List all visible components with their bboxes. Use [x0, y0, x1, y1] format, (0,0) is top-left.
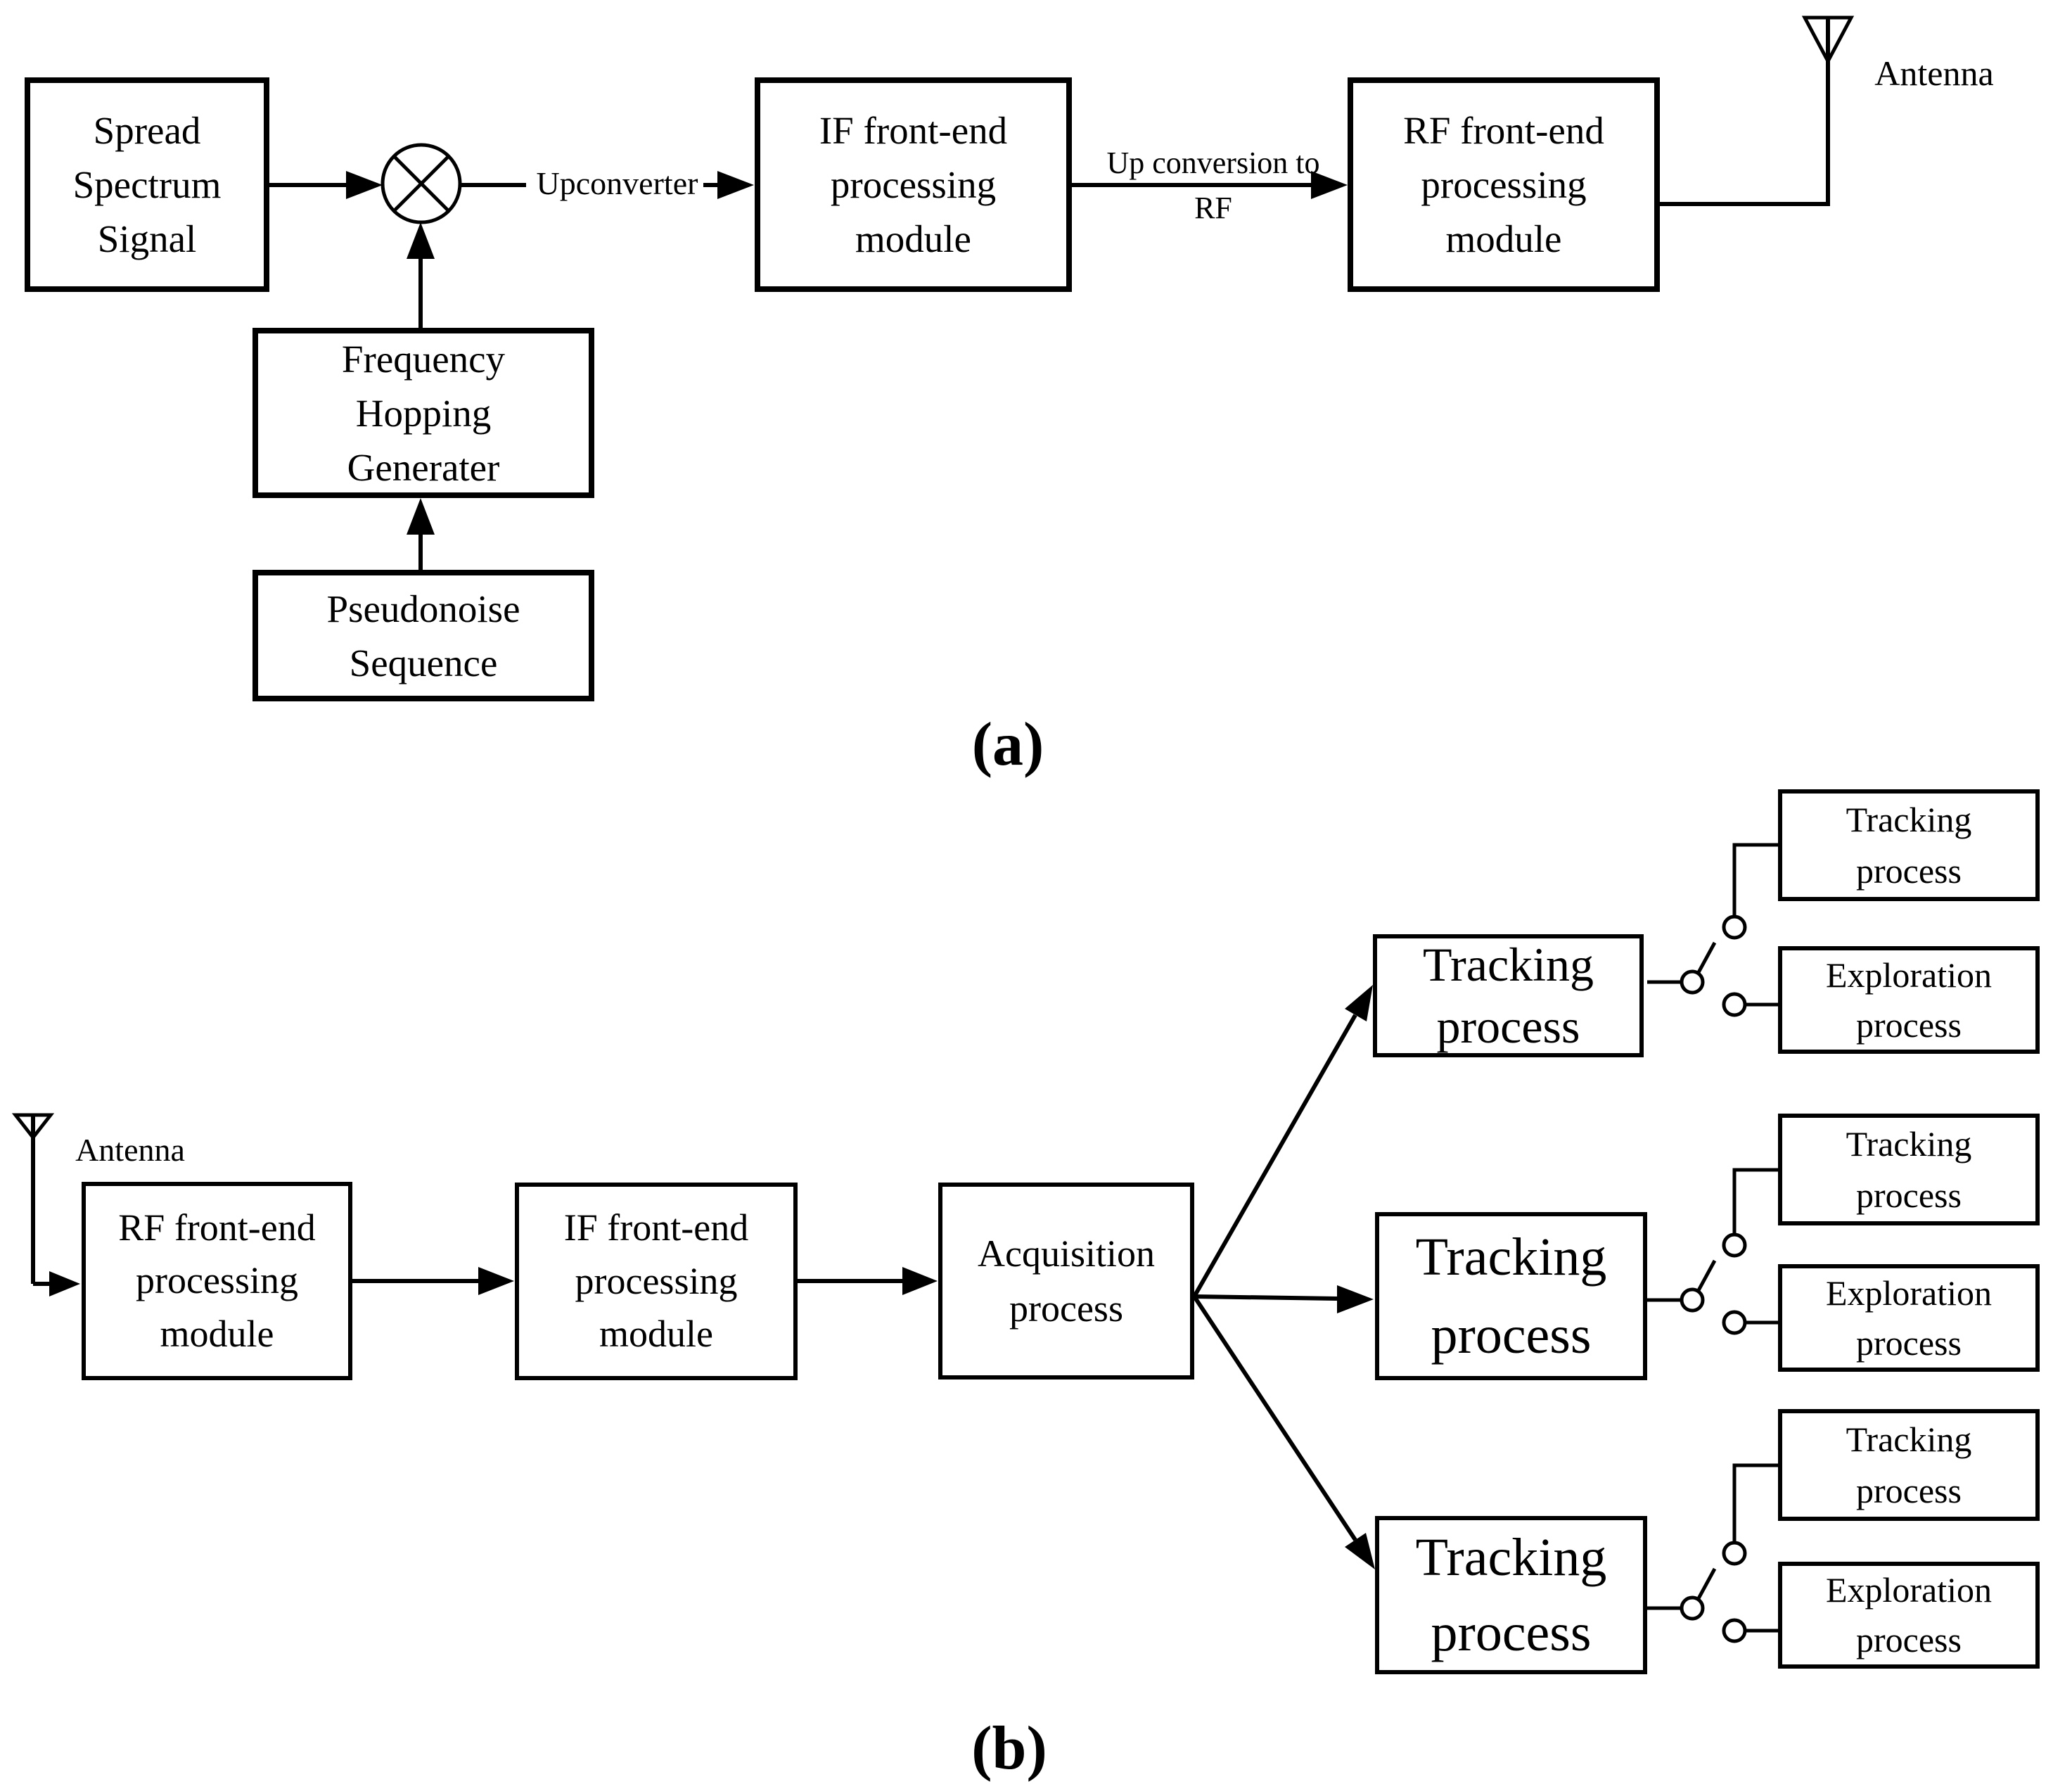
box-tracking-small-3: Tracking process [1778, 1409, 2040, 1521]
arrowhead [346, 171, 383, 199]
antenna-icon-b [11, 1113, 55, 1141]
box-exploration-2: Exploration process [1778, 1264, 2040, 1372]
arrow-acq-to-tracking1 [1192, 1014, 1357, 1298]
switch-icon-1 [1647, 843, 1778, 1017]
arrowhead [1345, 985, 1373, 1021]
box-tracking-small-1: Tracking process [1778, 789, 2040, 901]
caption-b: (b) [971, 1714, 1047, 1783]
arrowhead [1345, 1533, 1375, 1569]
antenna-label-b: Antenna [75, 1132, 185, 1168]
arrowhead [717, 171, 754, 199]
arrow-acq-to-tracking2 [1194, 1294, 1338, 1301]
box-spread-spectrum-signal: Spread Spectrum Signal [25, 77, 269, 292]
up-conversion-to-rf-label: Up conversion to RF [1106, 146, 1320, 225]
antenna-label-a: Antenna [1874, 53, 1994, 93]
box-frequency-hopping-generater: Frequency Hopping Generater [252, 328, 594, 498]
box-tracking-small-2: Tracking process [1778, 1114, 2040, 1225]
box-pseudonoise-sequence: Pseudonoise Sequence [252, 570, 594, 701]
switch-icon-2 [1647, 1168, 1778, 1335]
line-rf-to-antenna-a [1660, 18, 1830, 206]
arrowhead [902, 1267, 938, 1295]
antenna-icon-a [1801, 15, 1855, 65]
switch-icon-3 [1647, 1463, 1778, 1643]
caption-a: (a) [971, 711, 1044, 779]
upconverter-label: Upconverter [536, 165, 698, 201]
box-acquisition-process: Acquisition process [938, 1183, 1194, 1380]
box-if-front-end-b: IF front-end processing module [515, 1183, 798, 1380]
arrowhead [1337, 1285, 1374, 1313]
box-rf-front-end-a: RF front-end processing module [1348, 77, 1660, 292]
box-tracking-main-1: Tracking process [1373, 934, 1644, 1057]
arrowhead [407, 498, 435, 535]
box-exploration-1: Exploration process [1778, 946, 2040, 1054]
mixer-icon [380, 143, 462, 224]
arrowhead [407, 222, 435, 259]
arrowhead [49, 1271, 80, 1296]
arrowhead [1311, 171, 1348, 199]
box-rf-front-end-b: RF front-end processing module [82, 1182, 352, 1380]
box-exploration-3: Exploration process [1778, 1562, 2040, 1669]
box-tracking-main-2: Tracking process [1375, 1212, 1647, 1380]
box-if-front-end-a: IF front-end processing module [755, 77, 1072, 292]
arrowhead [478, 1267, 514, 1295]
box-tracking-main-3: Tracking process [1375, 1516, 1647, 1674]
arrow-acq-to-tracking3 [1192, 1295, 1357, 1541]
